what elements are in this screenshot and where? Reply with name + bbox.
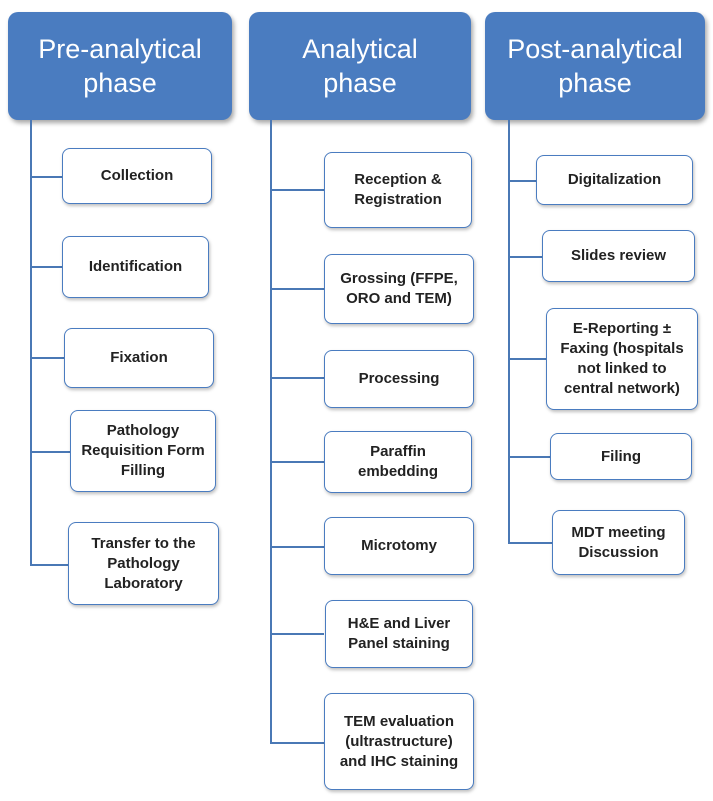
connector-line: [30, 564, 68, 566]
header-subtitle: phase: [83, 68, 157, 98]
post-analytical-header: Post-analytical phase: [485, 12, 705, 120]
connector-line: [30, 451, 70, 453]
analytical-trunk-line: [270, 120, 272, 743]
step-collection: Collection: [62, 148, 212, 204]
connector-line: [30, 266, 62, 268]
step-requisition-form: Pathology Requisition Form Filling: [70, 410, 216, 492]
pre-analytical-header: Pre-analytical phase: [8, 12, 232, 120]
step-he-liver-panel-staining: H&E and Liver Panel staining: [325, 600, 473, 668]
header-title: Pre-analytical: [38, 34, 202, 64]
connector-line: [508, 542, 552, 544]
connector-line: [508, 456, 550, 458]
connector-line: [508, 358, 546, 360]
step-processing: Processing: [324, 350, 474, 408]
analytical-header: Analytical phase: [249, 12, 471, 120]
connector-line: [270, 288, 324, 290]
connector-line: [508, 256, 542, 258]
step-grossing: Grossing (FFPE, ORO and TEM): [324, 254, 474, 324]
pre-analytical-trunk-line: [30, 120, 32, 565]
connector-line: [270, 546, 324, 548]
connector-line: [508, 180, 536, 182]
header-title: Analytical: [302, 34, 418, 64]
connector-line: [270, 742, 324, 744]
connector-line: [30, 357, 64, 359]
connector-line: [30, 176, 62, 178]
connector-line: [270, 461, 324, 463]
step-reception-registration: Reception & Registration: [324, 152, 472, 228]
header-subtitle: phase: [558, 68, 632, 98]
step-paraffin-embedding: Paraffin embedding: [324, 431, 472, 493]
header-subtitle: phase: [323, 68, 397, 98]
step-digitalization: Digitalization: [536, 155, 693, 205]
connector-line: [270, 189, 324, 191]
connector-line: [270, 633, 324, 635]
step-microtomy: Microtomy: [324, 517, 474, 575]
step-slides-review: Slides review: [542, 230, 695, 282]
post-analytical-trunk-line: [508, 120, 510, 543]
step-e-reporting-faxing: E-Reporting ± Faxing (hospitals not link…: [546, 308, 698, 410]
step-tem-evaluation-ihc: TEM evaluation (ultrastructure) and IHC …: [324, 693, 474, 790]
connector-line: [270, 377, 324, 379]
step-transfer-to-laboratory: Transfer to the Pathology Laboratory: [68, 522, 219, 605]
header-title: Post-analytical: [507, 34, 683, 64]
step-mdt-meeting: MDT meeting Discussion: [552, 510, 685, 575]
step-fixation: Fixation: [64, 328, 214, 388]
step-filing: Filing: [550, 433, 692, 480]
step-identification: Identification: [62, 236, 209, 298]
